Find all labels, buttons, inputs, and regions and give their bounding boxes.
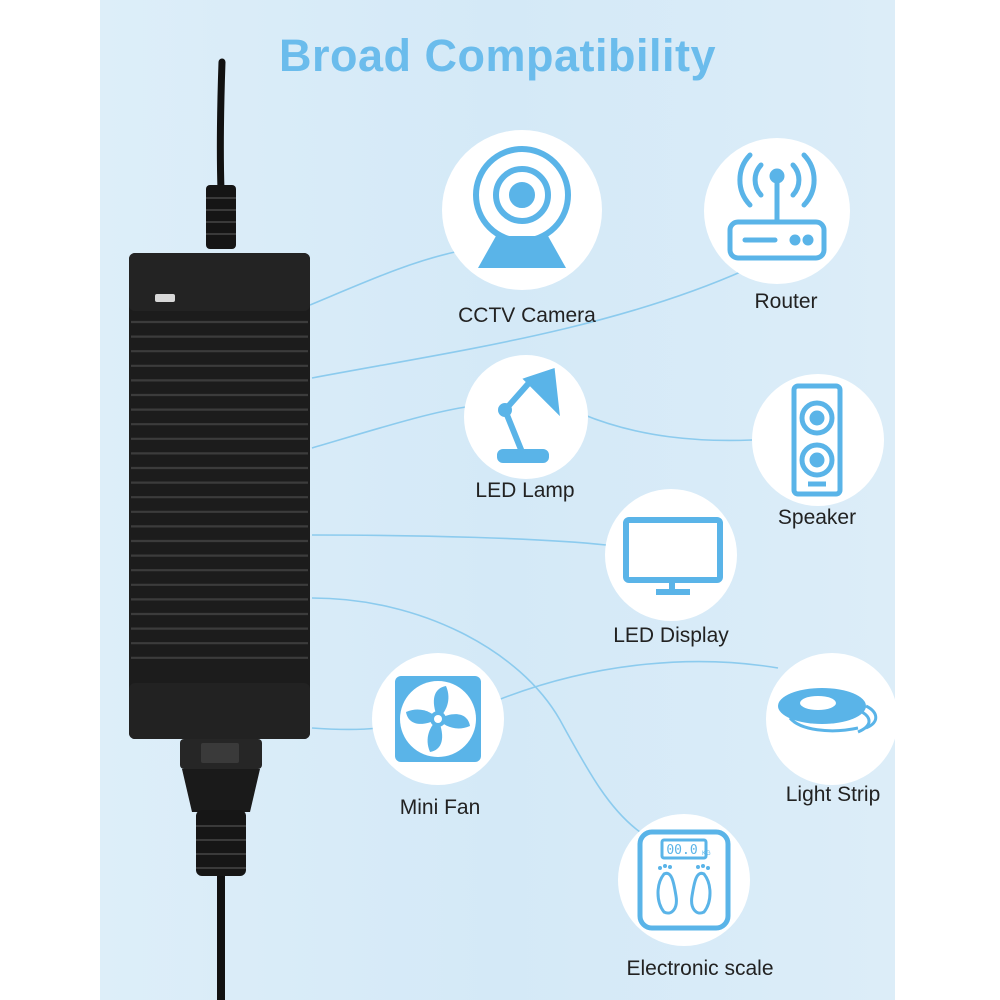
cctv-camera-icon xyxy=(473,146,571,268)
device-label-cctv-camera: CCTV Camera xyxy=(458,304,596,327)
power-adapter xyxy=(129,253,310,739)
device-label-light-strip: Light Strip xyxy=(785,783,881,806)
router-icon xyxy=(727,152,827,261)
desk-lamp-icon xyxy=(497,367,560,463)
device-label-led-display: LED Display xyxy=(613,624,729,647)
ac-cable xyxy=(180,739,262,1000)
page-title: Broad Compatibility xyxy=(278,30,717,81)
dc-cable xyxy=(206,58,236,249)
device-label-electronic-scale: Electronic scale xyxy=(626,957,774,980)
led-strip-reel-icon xyxy=(778,688,878,734)
indicator-led xyxy=(155,294,175,302)
scale-readout-text: 00.0 xyxy=(666,843,697,858)
connector-lines xyxy=(309,251,779,833)
device-label-led-lamp: LED Lamp xyxy=(475,479,575,502)
fan-icon xyxy=(395,676,481,762)
speaker-icon xyxy=(791,383,843,497)
device-label-mini-fan: Mini Fan xyxy=(399,796,481,819)
device-label-speaker: Speaker xyxy=(777,506,857,529)
scale-unit-text: KG xyxy=(702,851,711,857)
bathroom-scale-icon: 00.0 KG xyxy=(637,829,731,931)
monitor-icon xyxy=(623,517,723,595)
device-label-router: Router xyxy=(754,290,818,313)
